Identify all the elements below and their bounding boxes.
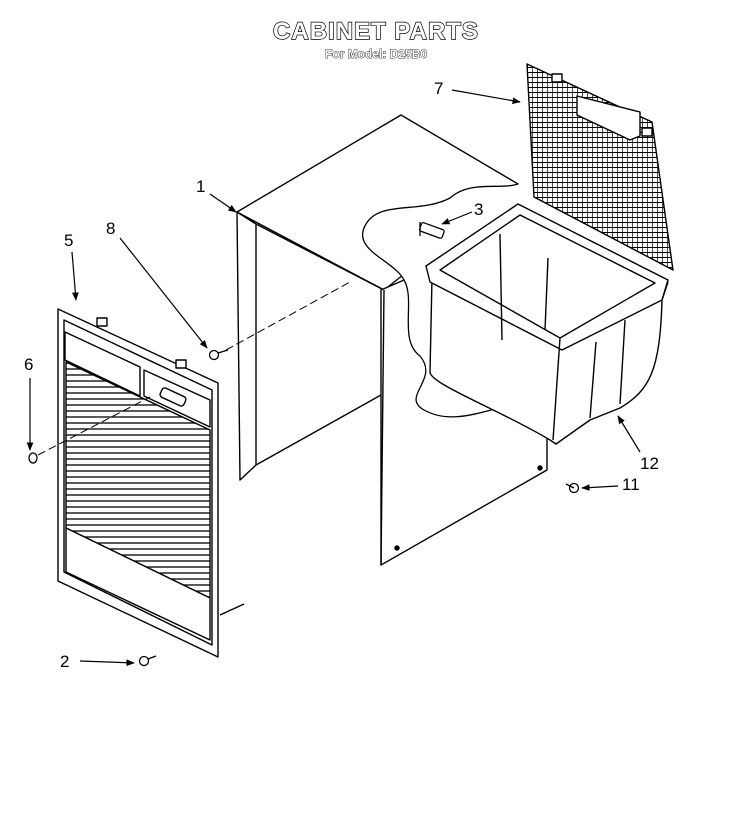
- callout-12: 12: [640, 454, 659, 473]
- callout-11: 11: [622, 475, 640, 494]
- screw-part-8: [208, 349, 229, 361]
- gasket-part-6: [28, 452, 38, 464]
- lid: [526, 63, 674, 271]
- page-title: CABINET PARTS: [272, 17, 479, 45]
- callout-5: 5: [64, 231, 73, 250]
- fasteners: [28, 222, 580, 667]
- callout-6: 6: [24, 355, 33, 374]
- callout-1: 1: [196, 177, 205, 196]
- callout-3: 3: [474, 200, 483, 219]
- screw-part-11: [565, 482, 580, 494]
- callout-2: 2: [60, 652, 69, 671]
- assembly-guide-lines: [37, 281, 351, 456]
- plug-part-3: [418, 222, 445, 239]
- model-subtitle: For Model: D25B0: [324, 47, 428, 62]
- callout-8: 8: [106, 219, 115, 238]
- front-door-grille: [57, 308, 245, 658]
- screw-part-2: [138, 655, 157, 667]
- liner-tub: [425, 203, 669, 445]
- leader-arrows: [26, 89, 641, 667]
- callout-7: 7: [434, 79, 443, 98]
